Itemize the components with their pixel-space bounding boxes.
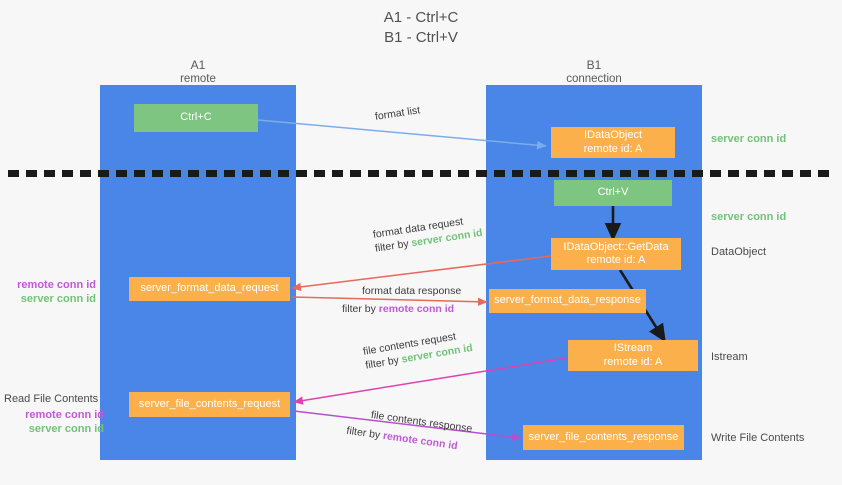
left-label-server-conn-id-2: server conn id xyxy=(28,423,104,435)
node-idataobject-line1: IDataObject xyxy=(583,129,643,141)
right-label-server-conn-id-top: server conn id xyxy=(711,133,787,145)
node-istream-line2: remote id: A xyxy=(603,355,663,368)
column-a1-name: A1 xyxy=(190,58,206,72)
node-server-file-contents-request[interactable]: server_file_contents_request xyxy=(129,392,290,417)
column-b1-name: B1 xyxy=(586,58,602,72)
node-idataobject-line2: remote id: A xyxy=(583,142,643,155)
node-getdata[interactable]: IDataObject::GetData remote id: A xyxy=(551,238,681,270)
wire-file-contents-response xyxy=(293,410,522,442)
wire-format-list xyxy=(257,119,547,150)
wire-format-data-response xyxy=(291,296,488,306)
node-server-file-contents-response[interactable]: server_file_contents_response xyxy=(523,425,684,450)
left-label-group-format: remote conn id server conn id xyxy=(4,278,96,306)
edge-label-format-data-response-text: format data response xyxy=(362,285,462,297)
left-label-remote-conn-id-1: remote conn id xyxy=(17,279,96,291)
column-header-a1: A1 remote xyxy=(100,58,296,86)
right-label-dataobject: DataObject xyxy=(711,246,767,258)
left-label-server-conn-id-1: server conn id xyxy=(20,293,96,305)
node-server-format-data-response-label: server_format_data_response xyxy=(494,294,641,307)
column-b1-subtitle: connection xyxy=(566,73,622,85)
node-getdata-line2: remote id: A xyxy=(586,254,646,266)
right-label-istream: Istream xyxy=(711,351,748,363)
node-ctrl-c[interactable]: Ctrl+C xyxy=(134,104,258,132)
edge-label-format-data-response-filter: filter by remote conn id xyxy=(342,302,461,316)
wire-format-data-request xyxy=(291,255,552,292)
right-label-server-conn-id-mid: server conn id xyxy=(711,211,787,223)
node-server-file-contents-response-label: server_file_contents_response xyxy=(528,430,679,443)
right-label-write-file-contents: Write File Contents xyxy=(711,432,805,444)
phase-separator xyxy=(8,170,834,177)
node-server-format-data-request[interactable]: server_format_data_request xyxy=(129,277,290,301)
filter-key-remote-conn-id: remote conn id xyxy=(378,303,455,315)
node-ctrl-v[interactable]: Ctrl+V xyxy=(554,180,672,206)
left-label-read-file-contents: Read File Contents xyxy=(4,393,99,405)
diagram-title: A1 - Ctrl+C B1 - Ctrl+V xyxy=(0,8,842,48)
node-server-format-data-request-label: server_format_data_request xyxy=(140,282,279,295)
node-idataobject[interactable]: IDataObject remote id: A xyxy=(551,127,675,158)
node-ctrl-c-line1: Ctrl+C xyxy=(180,111,212,124)
column-a1-subtitle: remote xyxy=(180,73,216,85)
node-ctrl-v-line1: Ctrl+V xyxy=(597,186,629,199)
left-label-group-file: Read File Contents remote conn id server… xyxy=(4,392,104,436)
node-server-format-data-response[interactable]: server_format_data_response xyxy=(489,289,646,313)
node-server-file-contents-request-label: server_file_contents_request xyxy=(138,397,281,410)
node-getdata-line1: IDataObject::GetData xyxy=(563,240,669,253)
column-header-b1: B1 connection xyxy=(486,58,702,86)
title-line-1: A1 - Ctrl+C xyxy=(383,9,459,26)
title-line-2: B1 - Ctrl+V xyxy=(384,29,458,46)
filter-prefix: filter by xyxy=(342,303,379,315)
wire-file-contents-request xyxy=(293,357,567,405)
left-label-remote-conn-id-2: remote conn id xyxy=(25,409,104,421)
node-istream-line1: IStream xyxy=(613,342,653,354)
node-istream[interactable]: IStream remote id: A xyxy=(568,340,698,371)
edge-label-format-data-response: format data response filter by remote co… xyxy=(342,284,462,316)
